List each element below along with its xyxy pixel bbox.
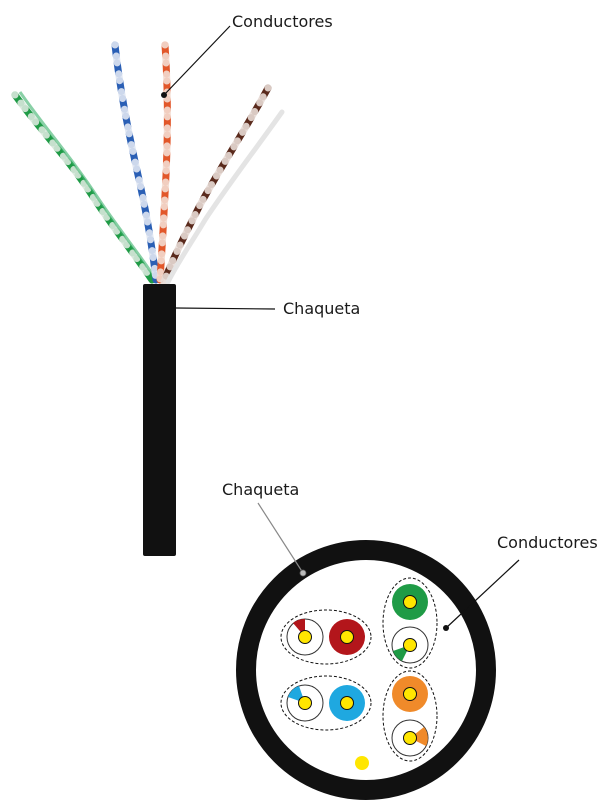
green-twisted-pair <box>11 91 157 284</box>
leader-line <box>445 559 520 629</box>
label-section-conductors: Conductores <box>497 533 598 552</box>
striped-conductor <box>391 719 429 757</box>
striped-conductor <box>286 684 324 722</box>
white-strand <box>165 109 285 285</box>
callout-top-conductors: Conductores <box>161 12 333 98</box>
label-top-conductors: Conductores <box>232 12 333 31</box>
outer-jacket-ring <box>236 540 496 800</box>
green-pair <box>382 577 438 669</box>
callout-section-jacket: Chaqueta <box>222 480 307 577</box>
solid-conductor <box>392 676 428 712</box>
pair-boundary <box>382 670 438 762</box>
pair-boundary <box>280 609 372 665</box>
callout-top-jacket: Chaqueta <box>175 299 360 318</box>
callout-section-conductors: Conductores <box>443 533 598 631</box>
pair-boundary <box>382 577 438 669</box>
leader-line <box>257 502 304 574</box>
cable-jacket <box>143 284 176 556</box>
leader-dot <box>443 625 449 631</box>
orange-pair <box>382 670 438 762</box>
striped-conductor <box>286 618 324 656</box>
twisted-pairs <box>11 41 285 286</box>
blue-twisted-pair <box>111 41 160 284</box>
orange-twisted-pair <box>156 41 171 284</box>
red-pair <box>280 609 372 665</box>
blue-pair <box>280 675 372 731</box>
solid-conductor <box>329 685 365 721</box>
cross-section <box>236 540 496 800</box>
leader-line <box>163 25 231 96</box>
label-section-jacket: Chaqueta <box>222 480 299 499</box>
leader-line <box>175 307 276 310</box>
leader-dot <box>299 569 307 577</box>
leader-dot <box>161 92 167 98</box>
solid-conductor <box>392 584 428 620</box>
label-top-jacket: Chaqueta <box>283 299 360 318</box>
striped-conductor <box>391 626 429 664</box>
brown-twisted-pair <box>160 84 272 286</box>
solid-conductor <box>329 619 365 655</box>
pair-boundary <box>280 675 372 731</box>
ripcord <box>355 756 369 770</box>
